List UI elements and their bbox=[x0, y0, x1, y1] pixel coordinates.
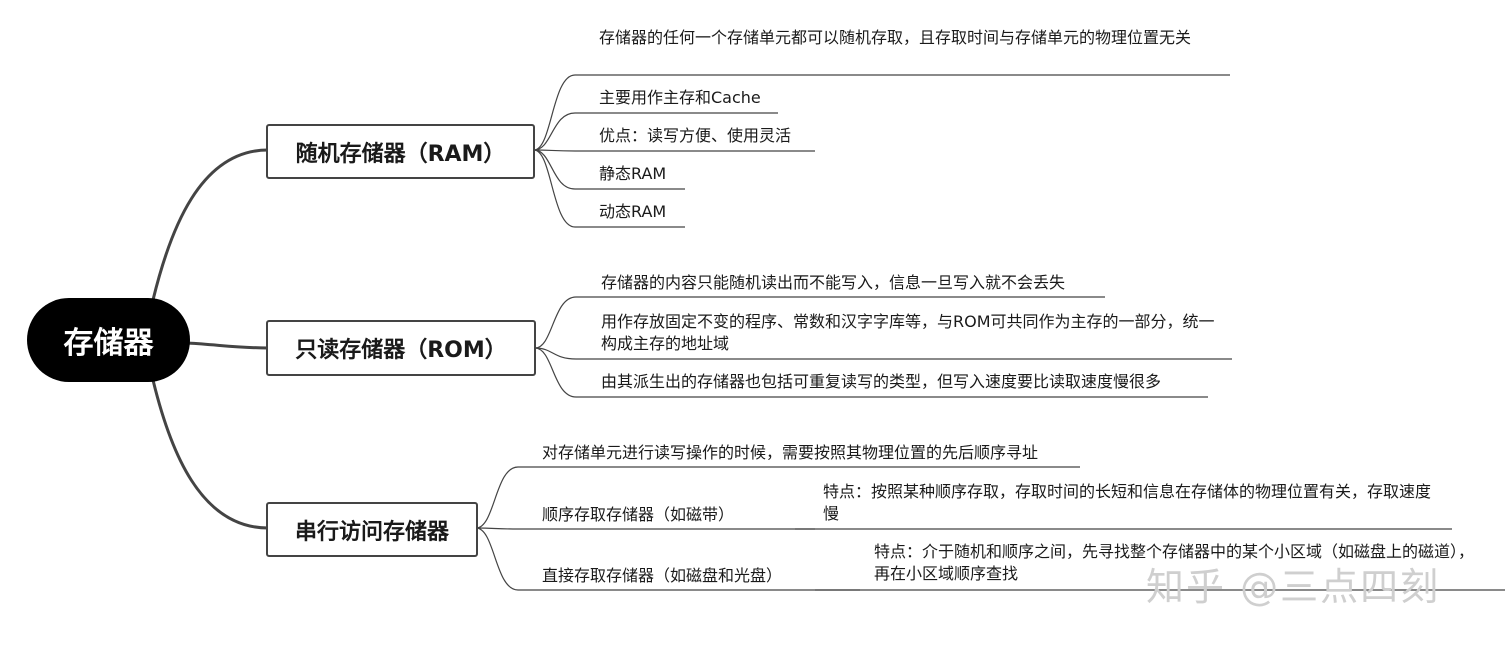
serial-item-0-connector bbox=[475, 466, 1080, 529]
root-to-ram-connector bbox=[151, 148, 269, 301]
root-node[interactable]: 存储器 bbox=[27, 298, 190, 382]
serial-item-sequential-addressing[interactable]: 对存储单元进行读写操作的时候，需要按照其物理位置的先后顺序寻址 bbox=[542, 443, 1039, 462]
rom-item-1-connector bbox=[534, 347, 1232, 360]
serial-sub-sequential-feature[interactable]: 特点：按照某种顺序存取，存取时间的长短和信息在存储体的物理位置有关，存取速度慢 bbox=[823, 482, 1432, 523]
watermark: 知乎 @三点四刻 bbox=[1146, 565, 1441, 609]
ram-item-advantages[interactable]: 优点：读写方便、使用灵活 bbox=[599, 126, 792, 145]
ram-item-static[interactable]: 静态RAM bbox=[599, 164, 667, 183]
serial-item-sequential-storage[interactable]: 顺序存取存储器（如磁带） bbox=[542, 505, 735, 524]
rom-item-usage[interactable]: 用作存放固定不变的程序、常数和汉字字库等，与ROM可共同作为主存的一部分，统一构… bbox=[601, 312, 1215, 353]
serial-item-2-connector bbox=[475, 527, 1505, 591]
rom-item-2-connector bbox=[534, 347, 1208, 398]
rom-item-0-connector bbox=[534, 296, 1105, 349]
branch-serial[interactable]: 串行访问存储器 bbox=[266, 502, 478, 557]
ram-item-2-connector bbox=[533, 149, 815, 152]
serial-item-1-connector bbox=[475, 527, 1452, 530]
root-to-rom-connector bbox=[187, 341, 269, 350]
rom-item-derived[interactable]: 由其派生出的存储器也包括可重复读写的类型，但写入速度要比读取速度慢很多 bbox=[601, 372, 1162, 391]
rom-item-read-only[interactable]: 存储器的内容只能随机读出而不能写入，信息一旦写入就不会丢失 bbox=[601, 273, 1066, 292]
branch-rom[interactable]: 只读存储器（ROM） bbox=[266, 320, 536, 376]
ram-item-1-connector bbox=[533, 112, 778, 151]
ram-item-dynamic[interactable]: 动态RAM bbox=[599, 202, 667, 221]
ram-item-4-connector bbox=[533, 149, 685, 228]
ram-item-random-access[interactable]: 存储器的任何一个存储单元都可以随机存取，且存取时间与存储单元的物理位置无关 bbox=[599, 28, 1192, 47]
ram-item-3-connector bbox=[533, 149, 685, 190]
branch-ram[interactable]: 随机存储器（RAM） bbox=[266, 124, 535, 179]
ram-item-main-memory[interactable]: 主要用作主存和Cache bbox=[599, 88, 761, 107]
serial-sub-direct-feature[interactable]: 特点：介于随机和顺序之间，先寻找整个存储器中的某个小区域（如磁盘上的磁道），再在… bbox=[874, 542, 1475, 583]
serial-item-direct-storage[interactable]: 直接存取存储器（如磁盘和光盘） bbox=[542, 566, 783, 585]
root-to-serial-connector bbox=[151, 379, 269, 530]
ram-item-0-connector bbox=[533, 74, 1230, 151]
